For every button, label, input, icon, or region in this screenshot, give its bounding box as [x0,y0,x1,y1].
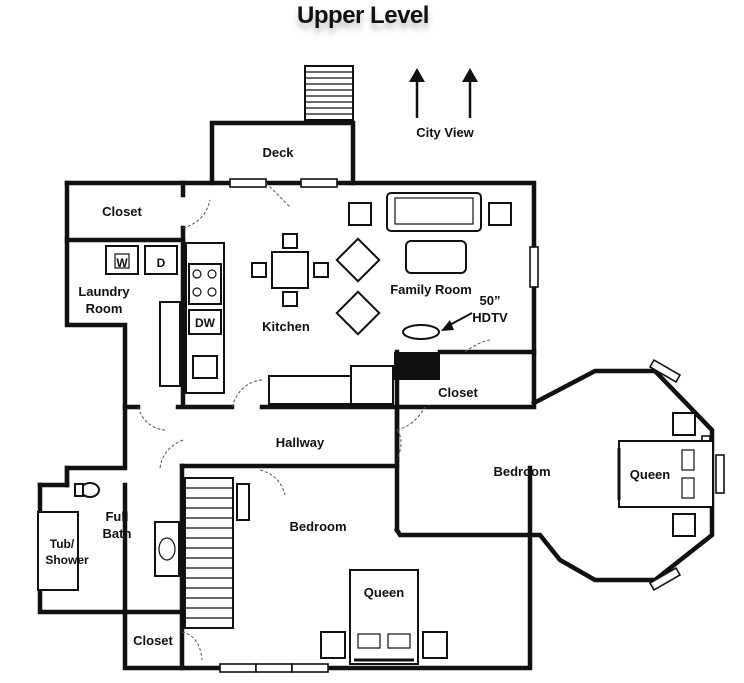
kitchen-label: Kitchen [262,319,310,334]
exterior-stairs [304,65,354,121]
bedroom-right-bed-label: Queen [630,467,671,482]
dishwasher-label: DW [195,316,216,330]
bedroom-right-queen-bed [617,412,714,537]
bedroom-bottom-label: Bedroom [289,519,346,534]
tv-label-2: HDTV [472,310,508,325]
closet-mid-shelf [394,352,440,380]
door-bedroom-bottom [259,469,286,496]
family-room-furniture [335,192,512,340]
door-closet-bottom [181,631,203,661]
window-bottom-1 [219,663,257,673]
window-bottom-2 [255,663,293,673]
door-closet-mid [464,339,491,353]
window-round-4 [648,566,682,592]
laundry-label-2: Room [86,301,123,316]
dryer-label: D [157,256,166,270]
window-family-room [529,246,539,288]
tub-label-2: Shower [45,553,89,567]
deck-label: Deck [262,145,294,160]
dryer [144,245,178,275]
window-bottom-3 [291,663,329,673]
window-round-3 [715,454,725,494]
bedroom-right-label: Bedroom [493,464,550,479]
window-deck-right [300,178,338,188]
washer [105,245,139,275]
washer-label: W [116,256,128,270]
tub-label-1: Tub/ [50,537,75,551]
tub-shower [37,511,79,591]
window-deck-left [229,178,267,188]
kitchen-sink [192,355,218,379]
fridge [350,365,394,405]
door-bath [159,439,184,469]
door-hall [396,429,402,461]
interior-walls [64,180,537,671]
laundry-label-1: Laundry [78,284,130,299]
door-closet-top [182,199,211,229]
closet-mid-label: Closet [438,385,478,400]
dining-table [251,233,329,307]
family-room-label: Family Room [390,282,472,297]
door-kitchen [231,379,263,408]
stove [188,263,222,305]
hallway-label: Hallway [276,435,325,450]
bedroom-bottom-bed-label: Queen [364,585,405,600]
city-view-label: City View [416,125,474,140]
window-round-1 [648,358,682,384]
city-view-arrows [409,68,478,118]
door-laundry [137,406,166,431]
page-title: Upper Level [297,2,429,29]
deck-walls [209,120,356,186]
closet-bottom-label: Closet [133,633,173,648]
laundry-counter [159,301,181,387]
interior-stairs [184,477,250,629]
bedroom-bottom-queen-bed [320,569,448,665]
kitchen-island [268,375,352,405]
closet-top-label: Closet [102,204,142,219]
dishwasher [188,309,222,335]
full-bath-label-2: Bath [103,526,132,541]
tv-label-1: 50” [480,293,501,308]
door-bedroom-right [396,406,426,431]
full-bath-label-1: Full [105,509,128,524]
